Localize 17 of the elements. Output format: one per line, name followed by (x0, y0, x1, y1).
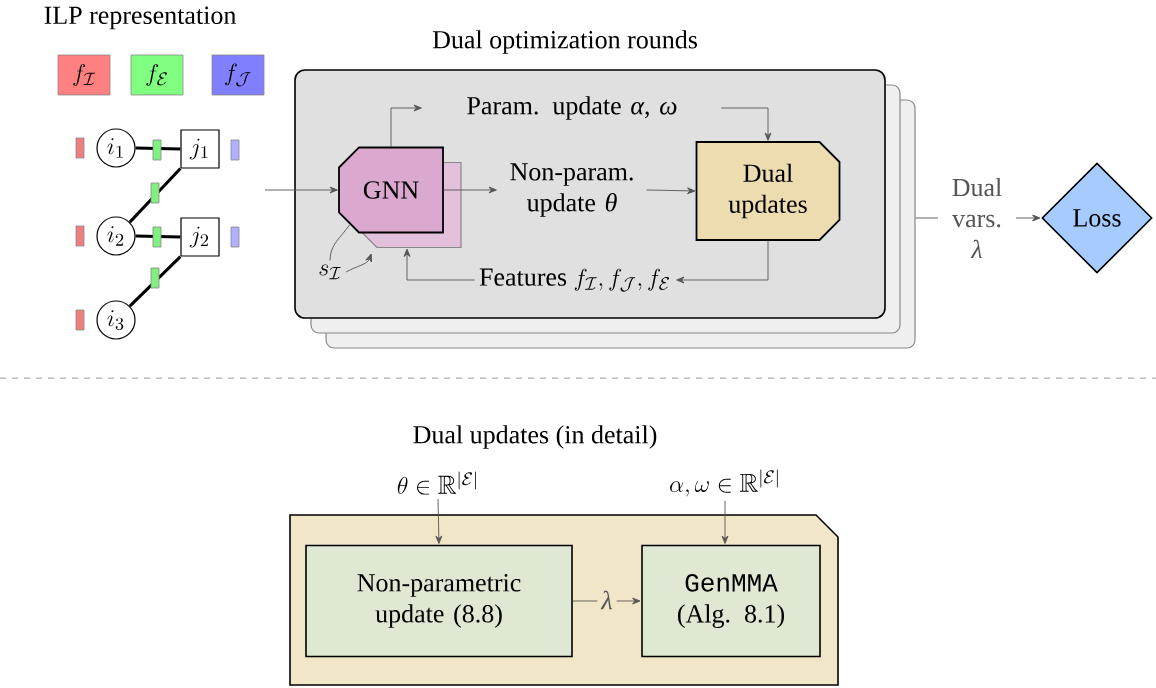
constraint-box: $j_2$ (180, 217, 220, 257)
heading: Dual optimization rounds (432, 30, 697, 54)
process-box: Non-parametric update (8.8) (305, 544, 573, 658)
arrow (435, 498, 443, 544)
graph-edge (128, 167, 182, 224)
process-box: GenMMA (Alg. 8.1) (641, 544, 821, 658)
graph-edge (135, 146, 181, 151)
constraint-box: $j_1$ (180, 129, 220, 169)
graph-edge (128, 255, 182, 308)
graph-edge (135, 234, 181, 239)
arrow (721, 500, 729, 544)
edge-label: Dual vars. λ (938, 173, 1016, 262)
edge-label: λ (597, 586, 617, 614)
heading: Dual updates (in detail) (413, 425, 657, 449)
math-label: $\alpha, \omega \in \mathbb{R}^{|\mathcal{E}|}$ (670, 469, 778, 497)
math-label: $\theta \in \mathbb{R}^{|\mathcal{E}|}$ (397, 471, 476, 495)
panel-heading: ILP representation (44, 6, 236, 30)
